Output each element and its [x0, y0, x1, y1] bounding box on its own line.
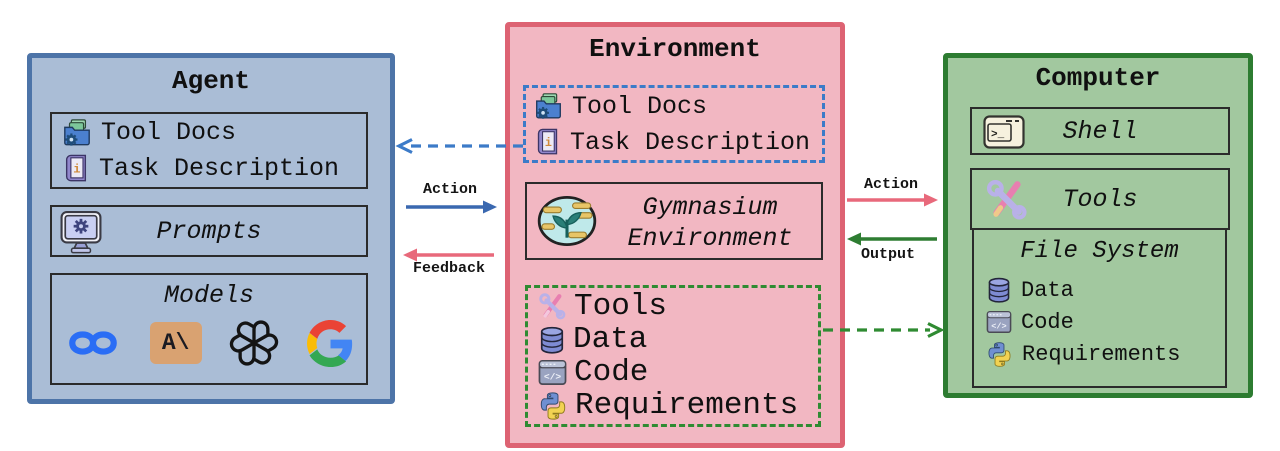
- agent-panel: Agent Tool Docs: [27, 53, 395, 404]
- tool-docs-icon: [536, 92, 561, 119]
- environment-context-label: Tool Docs: [572, 91, 708, 121]
- svg-text:i: i: [545, 136, 552, 150]
- anthropic-monogram: A\: [161, 330, 190, 356]
- computer-title: Computer: [1035, 63, 1161, 93]
- tools-icon: [539, 293, 566, 320]
- meta-logo: [69, 331, 117, 355]
- gymnasium-box: Gymnasium Environment: [525, 182, 823, 260]
- environment-resources-box: Tools Data </>: [525, 285, 821, 427]
- openai-logo: [230, 320, 279, 366]
- svg-text:>_: >_: [991, 129, 1005, 141]
- fs-row-requirements: Requirements: [974, 338, 1225, 370]
- agent-context-label: Tool Docs: [101, 118, 237, 147]
- resource-label: Requirements: [575, 388, 799, 423]
- python-icon: [540, 391, 566, 420]
- google-logo: [306, 319, 353, 367]
- computer-action-label: Action: [863, 176, 918, 193]
- file-system-box: File System Data </>: [972, 228, 1227, 388]
- fs-label: Requirements: [1022, 341, 1181, 367]
- environment-panel: Environment Tool Docs: [505, 22, 845, 448]
- models-label: Models: [163, 281, 254, 310]
- environment-context-row-task-description: i Task Description: [526, 124, 822, 160]
- shell-icon: >_: [983, 115, 1025, 149]
- resource-label: Tools: [574, 289, 668, 324]
- tool-docs-icon: [64, 118, 90, 146]
- computer-tools-box: Tools: [970, 168, 1230, 230]
- task-description-icon: i: [537, 128, 558, 154]
- agent-action-label: Action: [422, 181, 477, 198]
- resource-row-requirements: Requirements: [528, 388, 818, 423]
- tools-icon: [986, 179, 1027, 220]
- agent-context-row-tool-docs: Tool Docs: [52, 115, 366, 151]
- task-description-icon: i: [65, 154, 87, 181]
- gymnasium-icon: [537, 195, 597, 247]
- file-system-title: File System: [1020, 238, 1179, 265]
- resource-row-code: </> Code: [528, 355, 818, 390]
- python-icon: [988, 341, 1011, 367]
- data-icon: [988, 277, 1010, 303]
- agent-models-box: Models A\: [50, 273, 368, 385]
- fs-label: Code: [1021, 309, 1074, 335]
- code-icon: </>: [538, 360, 567, 385]
- environment-title: Environment: [589, 34, 761, 64]
- resource-label: Data: [573, 322, 648, 357]
- agent-context-row-task-description: i Task Description: [52, 151, 366, 187]
- resource-row-data: Data: [528, 322, 818, 357]
- resource-label: Code: [574, 355, 649, 390]
- computer-tools-label: Tools: [1062, 185, 1138, 214]
- shell-box: >_ Shell: [970, 107, 1230, 155]
- fs-row-code: </> Code: [974, 306, 1225, 338]
- resource-row-tools: Tools: [528, 289, 818, 324]
- agent-context-label: Task Description: [99, 154, 340, 183]
- prompts-icon: [60, 210, 102, 254]
- feedback-label: Feedback: [412, 260, 485, 277]
- environment-context-label: Task Description: [570, 127, 811, 157]
- output-arrow: [847, 232, 937, 246]
- agent-context-box: Tool Docs i Task Description: [50, 112, 368, 189]
- shell-label: Shell: [1062, 117, 1138, 146]
- svg-text:</>: </>: [991, 321, 1006, 331]
- environment-context-box: Tool Docs i Task Description: [523, 85, 825, 163]
- gymnasium-label: Gymnasium Environment: [603, 192, 817, 254]
- computer-panel: Computer >_ Shell Tools File System: [943, 53, 1253, 398]
- code-icon: </>: [986, 310, 1012, 334]
- fs-label: Data: [1021, 277, 1074, 303]
- svg-text:i: i: [73, 162, 80, 176]
- model-logos: A\: [64, 317, 354, 369]
- anthropic-logo: A\: [149, 322, 202, 364]
- gymnasium-label-line2: Environment: [627, 224, 793, 253]
- environment-context-row-tool-docs: Tool Docs: [526, 88, 822, 124]
- agent-prompts-box: Prompts: [50, 205, 368, 257]
- svg-text:</>: </>: [544, 372, 562, 383]
- agent-title: Agent: [171, 66, 250, 96]
- computer-action-arrow: [847, 193, 938, 207]
- output-label: Output: [860, 246, 915, 263]
- gymnasium-label-line1: Gymnasium: [642, 193, 778, 222]
- agent-action-arrow: [406, 200, 497, 214]
- fs-row-data: Data: [974, 274, 1225, 306]
- data-icon: [540, 326, 564, 354]
- prompts-label: Prompts: [156, 217, 262, 246]
